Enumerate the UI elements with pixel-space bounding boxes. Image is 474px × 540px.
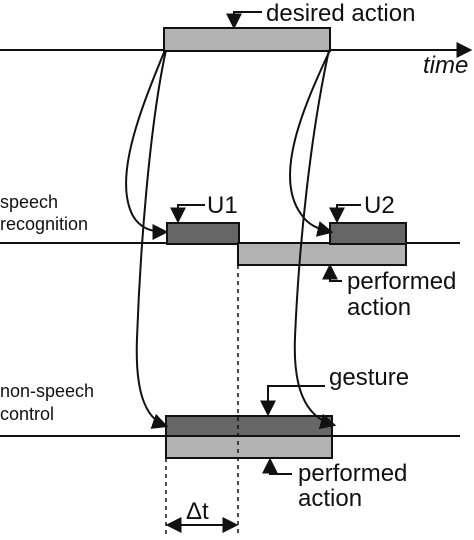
desired-action-bar — [163, 27, 331, 52]
non-speech-label-line-2: control — [0, 404, 54, 424]
delta-t-label: Δt — [186, 498, 209, 525]
performed-action-speech-bar — [237, 242, 407, 266]
desired-to-u2-curve — [288, 49, 334, 237]
time-label: time — [423, 52, 468, 79]
gesture-label: gesture — [329, 364, 409, 391]
performed-action-callout-non-speech — [262, 457, 292, 475]
u2-bar — [329, 222, 407, 245]
performed-action-non-speech-bar — [165, 435, 333, 459]
performed-action-label-speech-line-2: action — [347, 294, 411, 321]
performed-action-callout-speech — [322, 263, 342, 282]
u2-callout — [329, 204, 361, 224]
desired-action-callout — [226, 11, 262, 30]
desired-to-non-speech-end-curve — [293, 49, 337, 430]
performed-action-label-non-speech-line-1: performed — [298, 460, 407, 487]
speech-label-line-1: speech — [0, 192, 58, 212]
desired-action-label: desired action — [266, 0, 415, 27]
u1-label: U1 — [207, 192, 238, 219]
gesture-bar — [165, 415, 333, 438]
u1-callout — [170, 204, 205, 224]
performed-action-label-non-speech-line-2: action — [298, 485, 362, 512]
desired-to-u1-curve — [125, 49, 169, 240]
desired-to-gesture-curve — [135, 49, 169, 429]
non-speech-label-line-1: non-speech — [0, 381, 94, 401]
gesture-callout — [260, 385, 325, 417]
u1-bar — [166, 222, 240, 245]
u2-label: U2 — [364, 192, 395, 219]
performed-action-label-speech-line-1: performed — [347, 268, 456, 295]
speech-label-line-2: recognition — [0, 214, 88, 234]
